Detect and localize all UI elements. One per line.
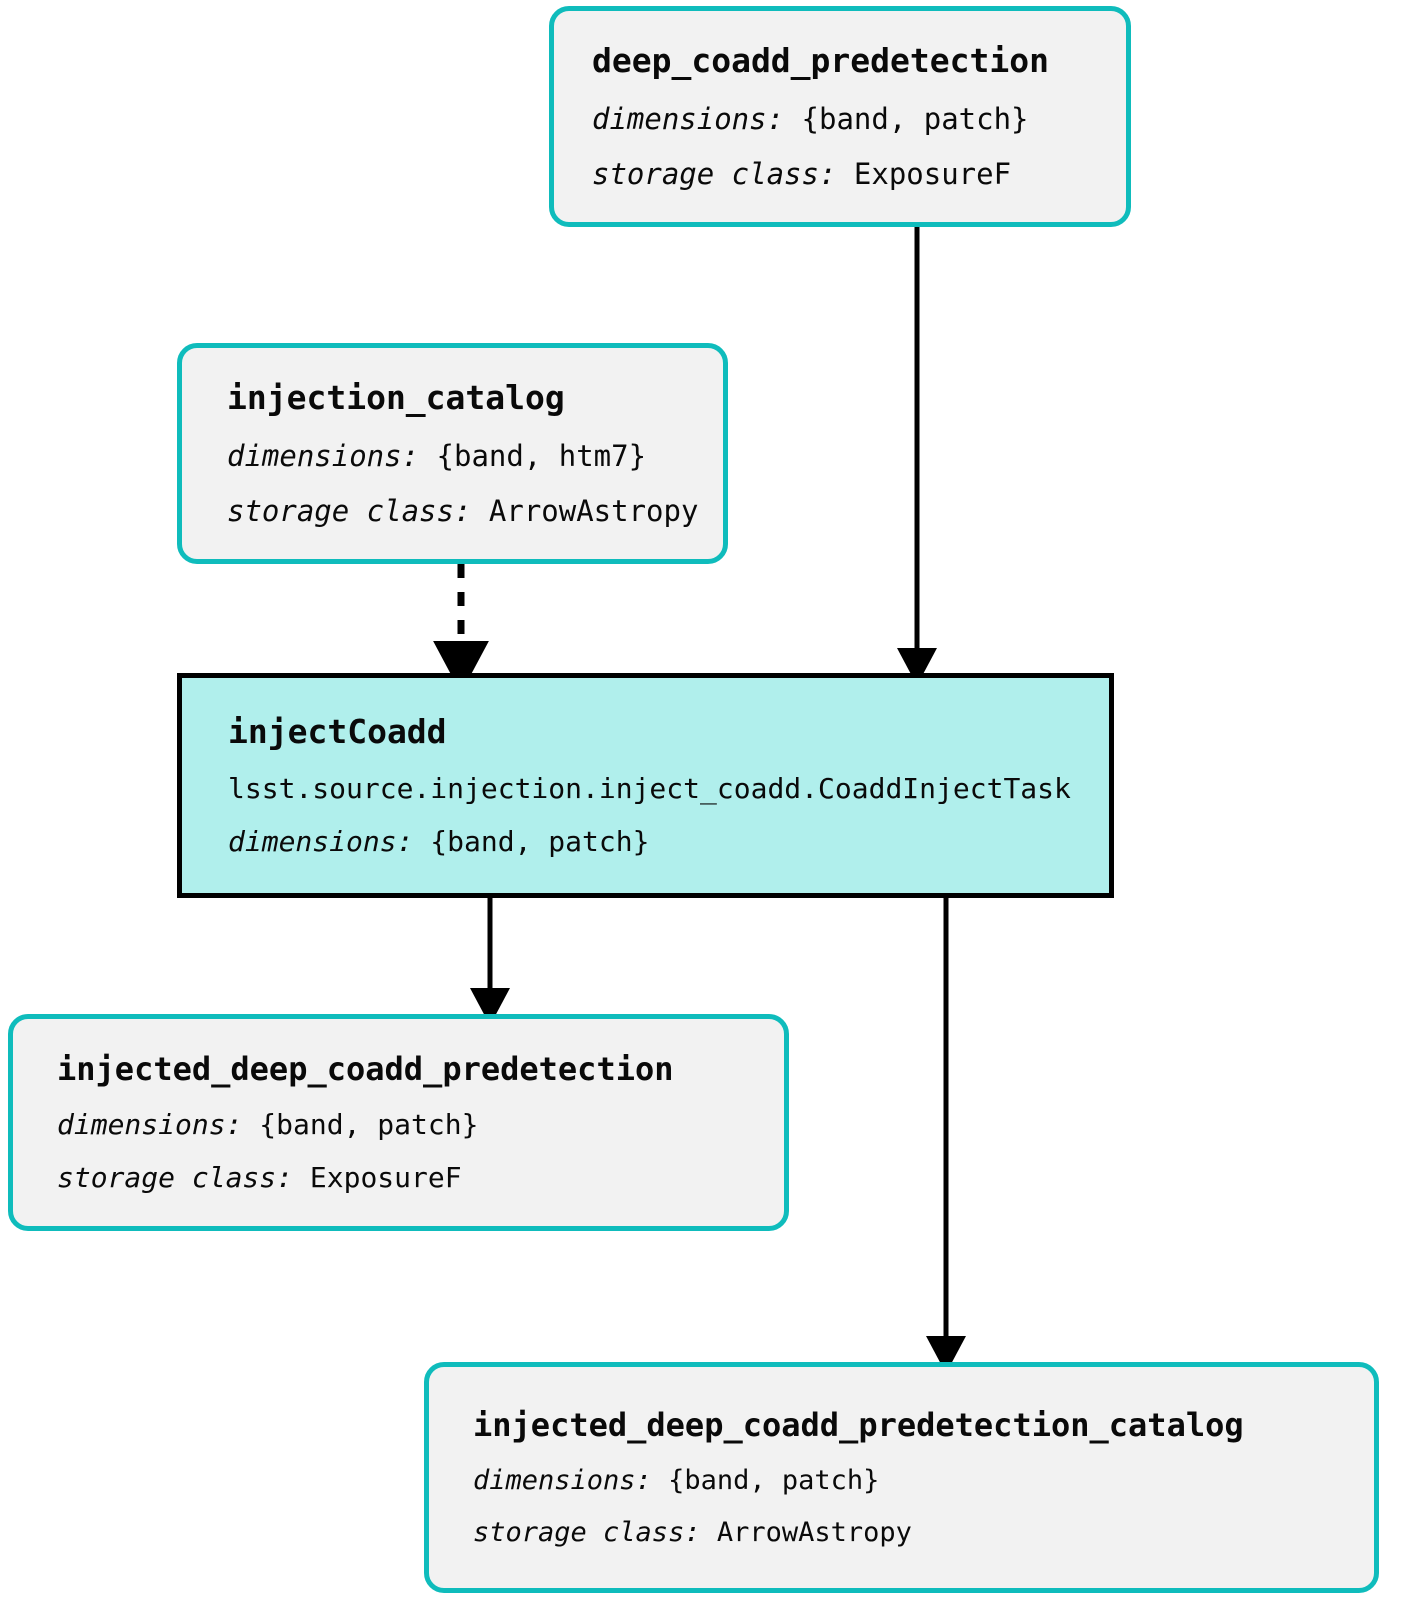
node-dimensions-line: dimensions: {band, patch} xyxy=(473,1467,1374,1494)
node-title: injected_deep_coadd_predetection xyxy=(57,1050,674,1088)
node-storage-class-line: storage class: ArrowAstropy xyxy=(227,497,723,526)
node-title: injectCoadd xyxy=(228,712,447,751)
dataset-node-injection-catalog[interactable]: injection_catalog dimensions: {band, htm… xyxy=(177,343,728,564)
storage-class-key: storage class: xyxy=(57,1161,294,1194)
node-storage-class-line: storage class: ExposureF xyxy=(57,1164,784,1192)
node-title: injected_deep_coadd_predetection_catalog xyxy=(473,1406,1244,1444)
node-dimensions-line: dimensions: {band, patch} xyxy=(592,105,1126,134)
dimensions-key: dimensions: xyxy=(473,1465,652,1496)
dimensions-value: {band, patch} xyxy=(801,102,1029,136)
dataset-node-injected-deep-coadd-predetection[interactable]: injected_deep_coadd_predetection dimensi… xyxy=(8,1014,789,1231)
node-dimensions-line: dimensions: {band, htm7} xyxy=(227,442,723,471)
node-storage-class-line: storage class: ExposureF xyxy=(592,160,1126,189)
storage-class-key: storage class: xyxy=(592,157,837,191)
dimensions-key: dimensions: xyxy=(592,102,785,136)
dimensions-key: dimensions: xyxy=(227,439,420,473)
storage-class-value: ArrowAstropy xyxy=(716,1517,912,1548)
storage-class-value: ExposureF xyxy=(309,1161,462,1194)
dimensions-value: {band, patch} xyxy=(259,1108,479,1141)
node-title: injection_catalog xyxy=(227,378,565,417)
task-node-inject-coadd[interactable]: injectCoadd lsst.source.injection.inject… xyxy=(177,673,1114,898)
storage-class-key: storage class: xyxy=(227,494,472,528)
dimensions-key: dimensions: xyxy=(228,825,414,858)
node-dimensions-line: dimensions: {band, patch} xyxy=(57,1111,784,1139)
dimensions-value: {band, htm7} xyxy=(436,439,647,473)
dimensions-value: {band, patch} xyxy=(668,1465,880,1496)
storage-class-value: ArrowAstropy xyxy=(488,494,699,528)
node-task-class-line: lsst.source.injection.inject_coadd.Coadd… xyxy=(228,772,1071,805)
storage-class-key: storage class: xyxy=(473,1517,701,1548)
node-dimensions-line: dimensions: {band, patch} xyxy=(228,828,1109,856)
dimensions-value: {band, patch} xyxy=(430,825,650,858)
dataset-node-deep-coadd-predetection[interactable]: deep_coadd_predetection dimensions: {ban… xyxy=(549,6,1131,227)
node-title: deep_coadd_predetection xyxy=(592,41,1049,80)
node-storage-class-line: storage class: ArrowAstropy xyxy=(473,1519,1374,1546)
dimensions-key: dimensions: xyxy=(57,1108,243,1141)
storage-class-value: ExposureF xyxy=(853,157,1012,191)
dataset-node-injected-deep-coadd-predetection-catalog[interactable]: injected_deep_coadd_predetection_catalog… xyxy=(424,1362,1379,1593)
